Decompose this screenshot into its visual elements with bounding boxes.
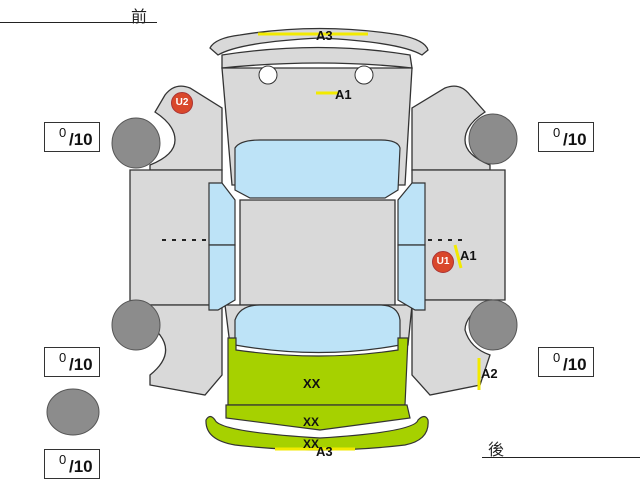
front-label: 前 (131, 9, 148, 26)
rear-panel (225, 404, 411, 431)
scratch-right-door (453, 244, 463, 269)
tire-score-rear-right: 0/10 (538, 347, 594, 377)
mark-rear-panel: XX (303, 415, 320, 429)
front-underline (0, 22, 157, 23)
left-doors (129, 169, 223, 306)
badge-u1: U1 (432, 251, 454, 273)
mark-front-bumper: A3 (316, 28, 333, 43)
rear-window (234, 304, 401, 354)
right-headlight (354, 65, 374, 85)
badge-u2: U2 (171, 92, 193, 114)
rear-bumper (205, 415, 429, 451)
front-left-tire (111, 117, 161, 169)
left-rear-window (208, 244, 236, 311)
roof (239, 199, 396, 306)
right-front-window (397, 182, 426, 246)
spare-tire (46, 388, 100, 436)
mark-rear-bumper: A3 (316, 444, 333, 459)
front-right-tire (468, 113, 518, 165)
tire-score-rear-left: 0/10 (44, 347, 100, 377)
mark-hood: A1 (335, 87, 352, 102)
mark-right-door: A1 (460, 248, 477, 263)
mark-right-quarter: A2 (481, 366, 498, 381)
right-rear-window (397, 244, 426, 311)
tire-score-front-right: 0/10 (538, 122, 594, 152)
rear-label: 後 (488, 442, 505, 459)
trunk-lid (227, 337, 409, 406)
tire-score-front-left: 0/10 (44, 122, 100, 152)
left-front-window (208, 182, 236, 246)
tire-score-spare: 0/10 (44, 449, 100, 479)
mark-trunk: XX (303, 376, 321, 391)
rear-left-tire (111, 299, 161, 351)
left-front-fender (149, 85, 223, 171)
mark-rear-bumper-xx: XX (303, 437, 320, 451)
left-headlight (258, 65, 278, 85)
rear-underline (482, 457, 640, 458)
right-doors (411, 169, 506, 301)
rear-right-tire (468, 299, 518, 351)
front-grille (221, 46, 413, 69)
windshield (234, 139, 401, 199)
